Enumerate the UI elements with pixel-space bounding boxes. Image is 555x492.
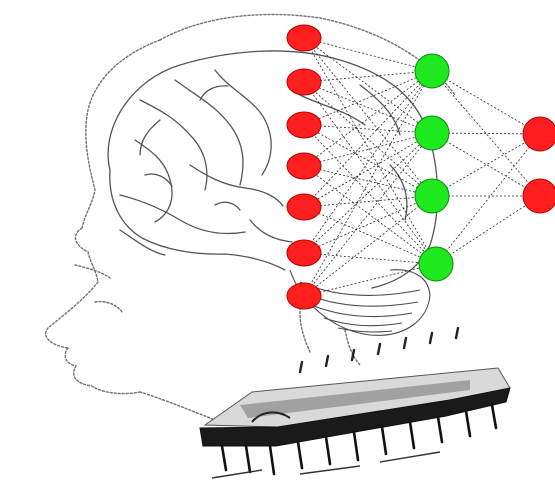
connection-line bbox=[303, 70, 433, 254]
connection-line bbox=[303, 37, 433, 72]
connection-line bbox=[303, 195, 433, 254]
chip-front-pins bbox=[220, 403, 498, 476]
connection-line bbox=[303, 37, 433, 197]
connection-line bbox=[303, 70, 433, 83]
input-node bbox=[286, 239, 322, 267]
output-layer bbox=[522, 116, 555, 214]
chip-shadow bbox=[211, 451, 441, 479]
connection-line bbox=[431, 132, 541, 197]
hidden-node bbox=[418, 246, 454, 282]
connection-line bbox=[303, 206, 437, 265]
input-node bbox=[286, 68, 322, 96]
hidden-node bbox=[414, 178, 450, 214]
input-layer bbox=[286, 24, 322, 310]
head-silhouette bbox=[45, 13, 456, 421]
input-node bbox=[286, 152, 322, 180]
input-node bbox=[286, 24, 322, 52]
hidden-node bbox=[414, 115, 450, 151]
connection-line bbox=[303, 81, 437, 265]
chip-notch bbox=[251, 411, 291, 423]
input-node bbox=[286, 111, 322, 139]
connection-line bbox=[303, 70, 433, 208]
connection-line bbox=[303, 132, 433, 297]
connection-line bbox=[431, 133, 541, 197]
hidden-layer bbox=[414, 53, 454, 282]
microchip bbox=[199, 326, 511, 479]
connection-line bbox=[303, 70, 433, 297]
connection-line bbox=[303, 81, 433, 134]
connection-line bbox=[303, 195, 433, 297]
connection-line bbox=[303, 124, 433, 134]
connection-line bbox=[303, 132, 433, 167]
input-node bbox=[286, 193, 322, 221]
connection-line bbox=[435, 195, 541, 265]
output-node bbox=[522, 178, 555, 214]
chip-front-side bbox=[199, 387, 511, 447]
connection-line bbox=[303, 124, 433, 197]
connection-line bbox=[431, 70, 541, 135]
connection-line bbox=[303, 37, 433, 134]
brain-drawing bbox=[107, 50, 439, 289]
connection-line bbox=[303, 132, 433, 208]
chip-back-pins bbox=[298, 326, 460, 374]
output-node bbox=[522, 116, 555, 152]
connection-line bbox=[303, 165, 433, 197]
connection-line bbox=[431, 70, 541, 197]
connection-line bbox=[303, 70, 433, 126]
connection-line bbox=[303, 195, 433, 208]
connection-line bbox=[303, 165, 437, 265]
input-node bbox=[286, 282, 322, 310]
connection-line bbox=[303, 132, 433, 254]
chip-body bbox=[240, 380, 470, 418]
network-connections bbox=[303, 37, 541, 297]
connection-line bbox=[303, 263, 437, 297]
connection-line bbox=[303, 70, 433, 167]
connection-line bbox=[303, 252, 437, 265]
hidden-node bbox=[414, 53, 450, 89]
